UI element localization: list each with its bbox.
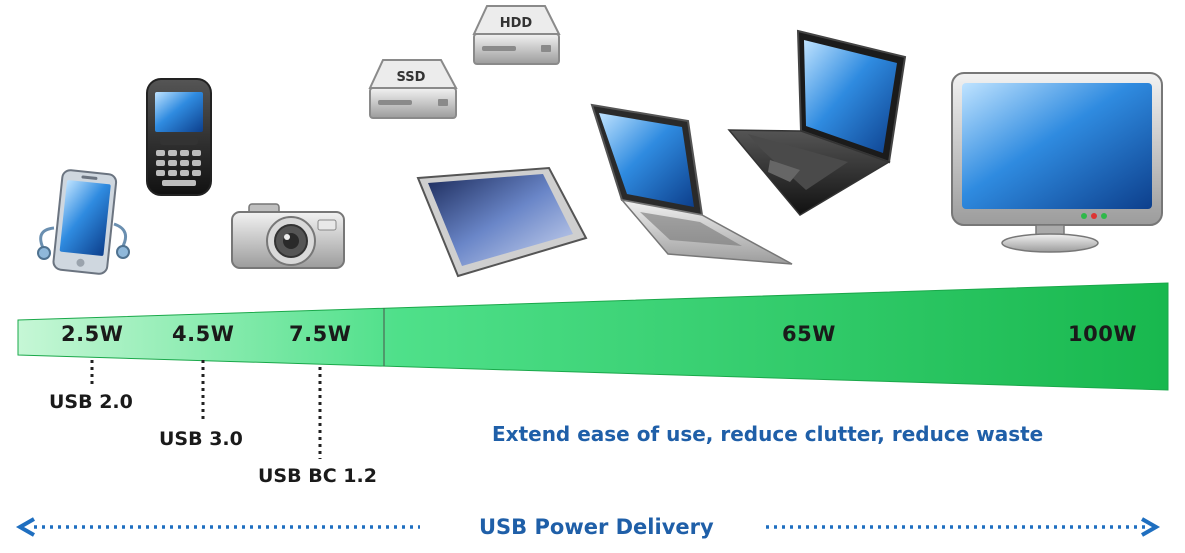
monitor-icon xyxy=(951,72,1163,253)
tagline: Extend ease of use, reduce clutter, redu… xyxy=(492,422,1044,446)
power-label-100w: 100W xyxy=(1068,322,1137,346)
power-wedge xyxy=(17,282,1169,391)
arrow-right-head-icon xyxy=(1141,517,1161,537)
black-laptop-icon xyxy=(727,29,907,216)
arrow-left-head-icon xyxy=(15,517,35,537)
usb-standard-3-0: USB 3.0 xyxy=(159,428,243,450)
power-label-65w: 65W xyxy=(782,322,836,346)
usb-power-delivery-label: USB Power Delivery xyxy=(479,515,714,539)
digital-camera-icon xyxy=(231,203,345,269)
usb-standard-2-0: USB 2.0 xyxy=(49,391,133,413)
blackberry-phone-icon xyxy=(146,78,212,196)
usb-standard-bc-1-2: USB BC 1.2 xyxy=(258,465,377,487)
smartphone-icon xyxy=(37,169,130,275)
power-label-7-5w: 7.5W xyxy=(289,322,352,346)
tablet-icon xyxy=(416,166,588,278)
power-label-2-5w: 2.5W xyxy=(61,322,124,346)
ssd-drive-icon: SSD xyxy=(368,59,458,119)
device-illustrations: SSD HDD xyxy=(37,5,1163,278)
power-delivery-arrow-left xyxy=(15,517,420,537)
power-delivery-arrow-right xyxy=(766,517,1161,537)
ssd-label: SSD xyxy=(397,70,426,85)
power-label-4-5w: 4.5W xyxy=(172,322,235,346)
hdd-drive-icon: HDD xyxy=(472,5,561,65)
hdd-label: HDD xyxy=(500,16,533,31)
ultrabook-laptop-icon xyxy=(590,103,793,265)
